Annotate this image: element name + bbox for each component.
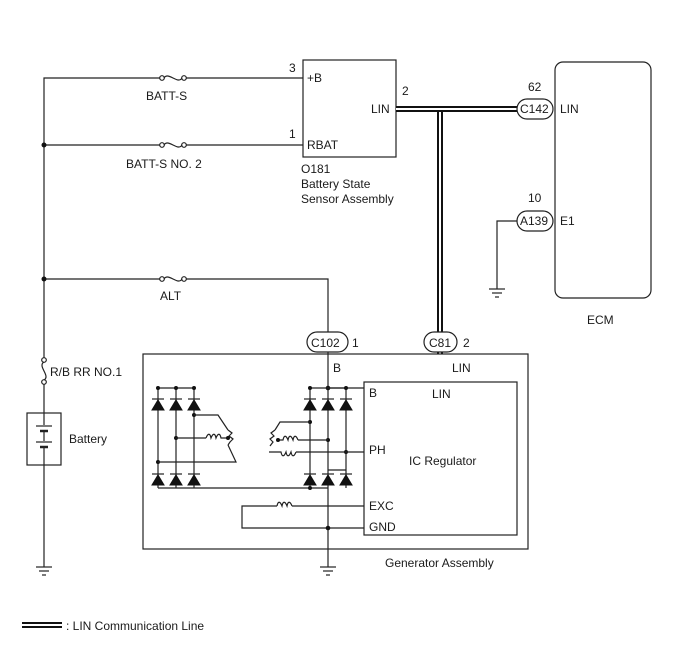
- supply-bus: [41, 77, 329, 358]
- sensor-pin-lin: 2: [402, 84, 409, 98]
- regulator-name: IC Regulator: [409, 454, 476, 468]
- ic-regulator: IC Regulator B LIN PH EXC GND: [363, 381, 518, 536]
- generator-ground-icon: [320, 566, 336, 576]
- battery-ground-icon: [36, 566, 52, 576]
- ecm-ground-icon: [489, 288, 505, 298]
- generator-b-connector-label: C102: [311, 336, 340, 350]
- generator-lin-pin: 2: [463, 336, 470, 350]
- ecm-lin-pin: 62: [528, 80, 542, 94]
- regulator-pin-ph: PH: [369, 443, 386, 457]
- sensor-label-b: +B: [307, 71, 322, 85]
- regulator-pin-lin: LIN: [432, 387, 451, 401]
- generator-b-label: B: [333, 361, 341, 375]
- fuse-alt: ALT: [159, 276, 187, 303]
- fuse-batt-s-no2: BATT-S NO. 2: [126, 142, 202, 171]
- rotor-coil-icon: [241, 501, 364, 531]
- ecm-lin-connector: [516, 98, 554, 120]
- sensor-label-lin: LIN: [371, 102, 390, 116]
- ecm-lin-label: LIN: [560, 102, 579, 116]
- sensor-pin-b: 3: [289, 61, 296, 75]
- fuse-batt-s-no2-label: BATT-S NO. 2: [126, 157, 202, 171]
- legend: : LIN Communication Line: [22, 619, 204, 633]
- ecm-label: ECM: [587, 313, 614, 327]
- regulator-pin-exc: EXC: [369, 499, 394, 513]
- ecm-e1-pin: 10: [528, 191, 542, 205]
- legend-text: : LIN Communication Line: [66, 619, 204, 633]
- left-stator-coil-icon: [158, 414, 237, 463]
- sensor-pin-rbat: 1: [289, 127, 296, 141]
- generator-lin-label: LIN: [452, 361, 471, 375]
- sensor-name-line2: Sensor Assembly: [301, 192, 394, 206]
- battery-state-sensor: 3 +B 1 RBAT 2 LIN O181 Battery State Sen…: [289, 59, 409, 206]
- ecm-e1-connector-label: A139: [520, 214, 548, 228]
- sensor-label-rbat: RBAT: [307, 138, 339, 152]
- ecm-lin-connector-label: C142: [520, 102, 549, 116]
- battery-label: Battery: [69, 432, 107, 446]
- fuse-rb-rr-no1-label: R/B RR NO.1: [50, 365, 122, 379]
- regulator-pin-gnd: GND: [369, 520, 396, 534]
- generator-label: Generator Assembly: [385, 556, 494, 570]
- ecm-e1-label: E1: [560, 214, 575, 228]
- sensor-code: O181: [301, 162, 331, 176]
- battery: Battery: [26, 412, 107, 567]
- fuse-batt-s-label: BATT-S: [146, 89, 187, 103]
- ecm: ECM 62 C142 LIN 10 A139 E1: [496, 61, 652, 327]
- generator-lin-connector-label: C81: [429, 336, 451, 350]
- generator-lin-connector: [423, 331, 458, 353]
- generator-b-pin: 1: [352, 336, 359, 350]
- regulator-pin-b: B: [369, 386, 377, 400]
- fuse-rb-rr-no1: R/B RR NO.1: [41, 357, 122, 413]
- sensor-name-line1: Battery State: [301, 177, 371, 191]
- fuse-batt-s: BATT-S: [146, 75, 187, 103]
- fuse-alt-label: ALT: [160, 289, 182, 303]
- right-stator-coil-icon: [269, 421, 364, 457]
